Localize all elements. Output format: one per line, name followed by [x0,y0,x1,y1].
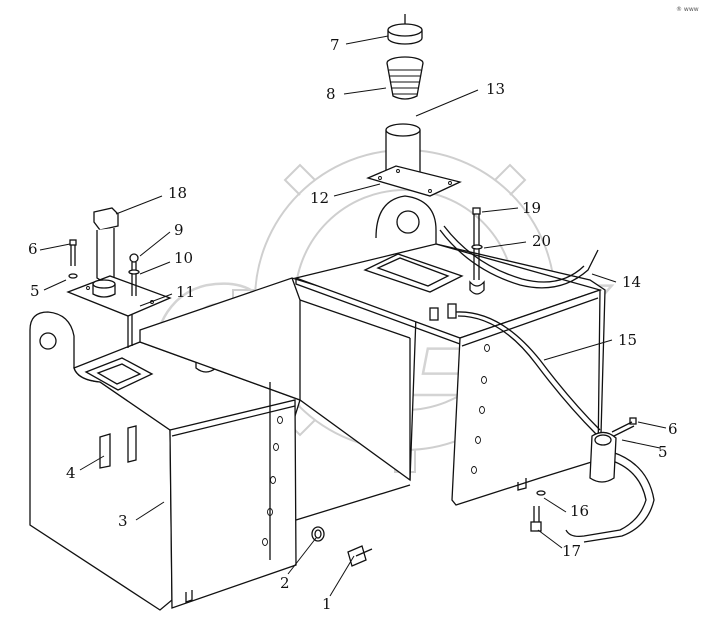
corner-mark: ® www [676,6,699,13]
callout-9: 9 [174,221,184,239]
callout-3: 3 [118,512,128,530]
callout-16: 16 [570,502,589,520]
callout-18: 18 [168,184,187,202]
callout-5-left: 5 [30,282,40,300]
callout-20: 20 [532,232,551,250]
callout-2: 2 [280,574,290,592]
callout-5-right: 5 [658,443,668,461]
callout-4: 4 [66,464,76,482]
callout-7: 7 [330,36,340,54]
callout-11: 11 [176,283,195,301]
right-tank [293,195,606,506]
callout-15: 15 [618,331,637,349]
middle-channel [139,277,417,560]
callout-14: 14 [622,273,641,291]
callout-8: 8 [326,85,336,103]
callout-1: 1 [322,595,332,613]
leader-lines [39,35,667,597]
callout-17: 17 [562,542,581,560]
callout-13: 13 [486,80,505,98]
callout-6-right: 6 [668,420,678,438]
callout-10: 10 [174,249,193,267]
callout-12: 12 [310,189,329,207]
callout-labels: 1 2 3 4 5 5 6 6 7 8 9 10 11 12 13 14 15 … [28,36,678,613]
filler-assembly [366,14,462,197]
small-parts [311,207,637,567]
callout-19: 19 [522,199,541,217]
left-tank [29,311,301,611]
sender-unit [66,207,172,348]
callout-6-left: 6 [28,240,38,258]
pipes [439,225,655,543]
